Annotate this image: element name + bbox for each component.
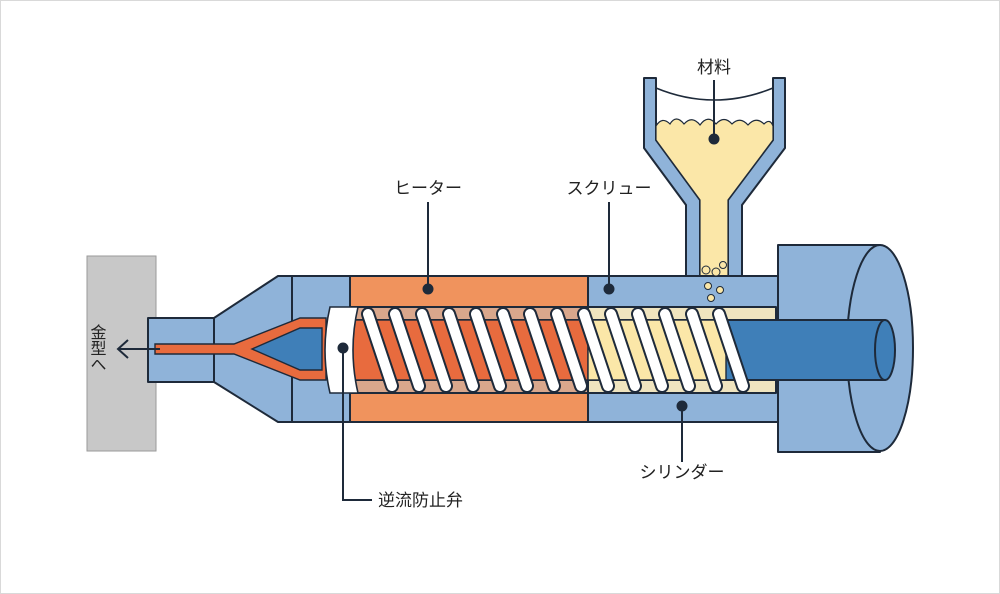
label-material: 材料 (697, 58, 731, 78)
screw-flight (606, 309, 640, 391)
screw-flight (552, 309, 586, 391)
label-to-mold: 金型へ (88, 324, 107, 372)
screw-flights (361, 307, 750, 393)
nozzle-channel (154, 317, 327, 381)
screw-flight (444, 309, 478, 391)
label-check-valve: 逆流防止弁 (378, 491, 463, 511)
screw-flight (390, 309, 424, 391)
heater-band-top (349, 275, 589, 308)
label-cylinder: シリンダー (640, 463, 725, 483)
label-screw: スクリュー (567, 179, 652, 199)
screw-flight (471, 309, 505, 391)
mold-block (86, 255, 157, 452)
label-heater: ヒーター (394, 179, 462, 199)
arrow-left-icon (116, 339, 160, 359)
resin-pellets (701, 261, 727, 302)
heater-band-bottom (349, 392, 589, 423)
heater-leader-dot (422, 283, 434, 295)
screw-flight (417, 309, 451, 391)
screw-flight (714, 309, 748, 391)
screw-flight (579, 309, 613, 391)
cylinder-leader-dot (676, 400, 688, 412)
screw-leader-dot (603, 283, 615, 295)
material-in-hopper (655, 118, 774, 277)
screw-flight (498, 309, 532, 391)
material-leader-dot (708, 133, 720, 145)
check-valve-leader-dot (337, 342, 349, 354)
nozzle-tip (250, 327, 323, 371)
screw-flight (660, 309, 694, 391)
screw-flight (687, 309, 721, 391)
screw-flight (363, 309, 397, 391)
screw-flight (525, 309, 559, 391)
screw-flight (633, 309, 667, 391)
